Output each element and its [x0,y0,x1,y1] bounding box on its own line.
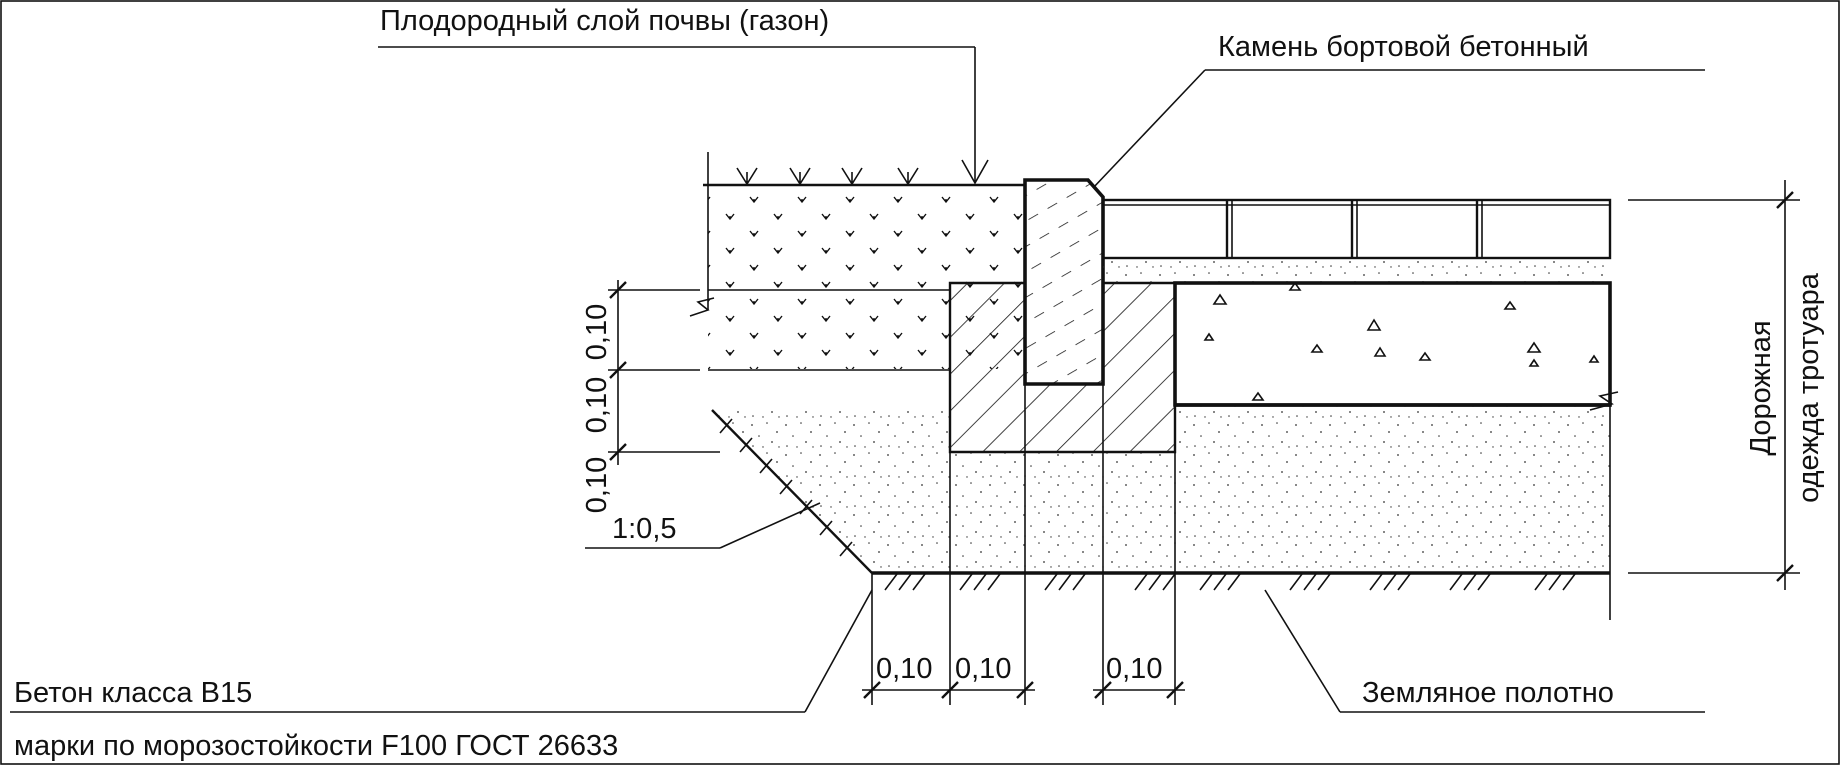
left-dimension-chain [608,280,720,465]
dim-left-upper: 0,10 [581,304,613,360]
dim-bottom-2: 0,10 [955,653,1011,685]
pavement-label-line2: одежда тротуара [1793,272,1825,503]
label-frost-grade: марки по морозостойкости F100 ГОСТ 26633 [14,730,618,762]
topsoil-layer [689,152,1026,371]
bottom-dimension-chain [862,384,1185,705]
label-subgrade: Земляное полотно [1362,677,1614,709]
label-concrete-class: Бетон класса В15 [14,677,252,709]
dim-left-lower: 0,10 [581,457,613,513]
label-topsoil: Плодородный слой почвы (газон) [380,5,829,37]
curb-stone [1023,178,1105,386]
label-curb-stone: Камень бортовой бетонный [1218,31,1589,63]
dim-bottom-1: 0,10 [876,653,932,685]
dim-left-middle: 0,10 [581,377,613,433]
paving-tiles [1101,198,1612,284]
slope-and-ground [711,409,1610,591]
pavement-label-line1: Дорожная [1745,320,1777,455]
label-slope: 1:0,5 [612,513,677,545]
pavement-thickness-dimension [1628,180,1800,590]
callout-leaders [10,46,1705,713]
crushed-stone-base [1173,281,1612,407]
dim-bottom-3: 0,10 [1106,653,1162,685]
